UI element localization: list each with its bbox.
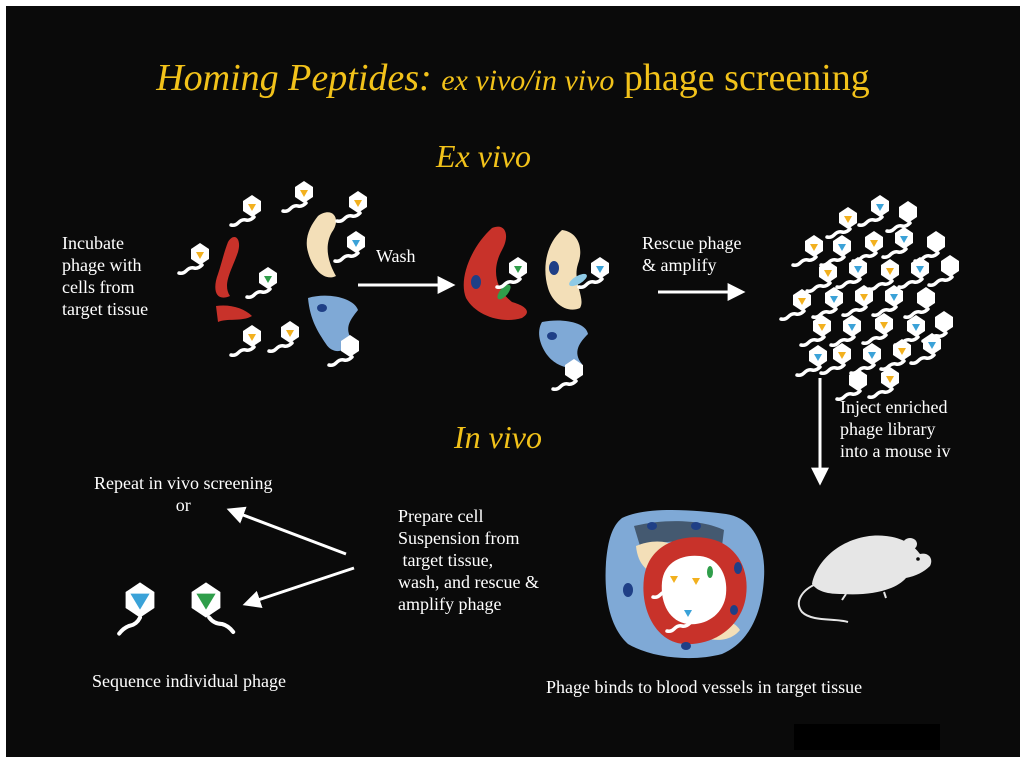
phage-icon: [179, 243, 209, 273]
phage-icon: [231, 325, 261, 355]
diagram-graphics: [6, 6, 1020, 757]
phage-icon: [793, 235, 823, 265]
phage-icon: [579, 257, 609, 287]
individual-phage: [119, 582, 233, 633]
amplified-phage-library: [781, 195, 959, 399]
phage-icon: [929, 255, 959, 285]
phage-icon: [231, 195, 261, 225]
phage-icon: [813, 287, 843, 317]
sequence-arrow: [246, 568, 354, 604]
phage-icon: [837, 257, 867, 287]
phage-icon: [853, 231, 883, 261]
phage-icon: [801, 315, 831, 345]
phage-icon: [827, 207, 857, 237]
phage-icon: [781, 289, 811, 319]
phage-icon: [905, 287, 935, 317]
phage-icon: [863, 313, 893, 343]
phage-icon: [873, 285, 903, 315]
phage-icon: [881, 339, 911, 369]
phage-icon: [851, 343, 881, 373]
phage-icon: [497, 257, 527, 287]
incubation-cluster: [179, 181, 367, 365]
phage-icon: [843, 285, 873, 315]
phage-icon: [269, 321, 299, 351]
slide: Homing Peptides: ex vivo/in vivo phage s…: [6, 6, 1020, 757]
phage-icon: [859, 195, 889, 225]
washed-cluster: [464, 227, 609, 390]
mouse-icon: [799, 536, 931, 622]
phage-icon: [869, 259, 899, 289]
blood-vessel-cross-section: [606, 510, 765, 658]
repeat-arrow: [230, 510, 346, 554]
phage-icon: [899, 257, 929, 287]
phage-icon: [821, 235, 851, 265]
phage-icon: [869, 367, 899, 397]
redaction-bar: [794, 724, 940, 750]
phage-icon: [915, 231, 945, 261]
phage-icon: [831, 315, 861, 345]
phage-icon: [807, 261, 837, 291]
phage-icon: [837, 369, 867, 399]
phage-icon: [247, 267, 277, 297]
phage-icon: [283, 181, 313, 211]
phage-icon: [797, 345, 827, 375]
phage-icon: [335, 231, 365, 261]
phage-icon: [887, 201, 917, 231]
phage-icon: [337, 191, 367, 221]
